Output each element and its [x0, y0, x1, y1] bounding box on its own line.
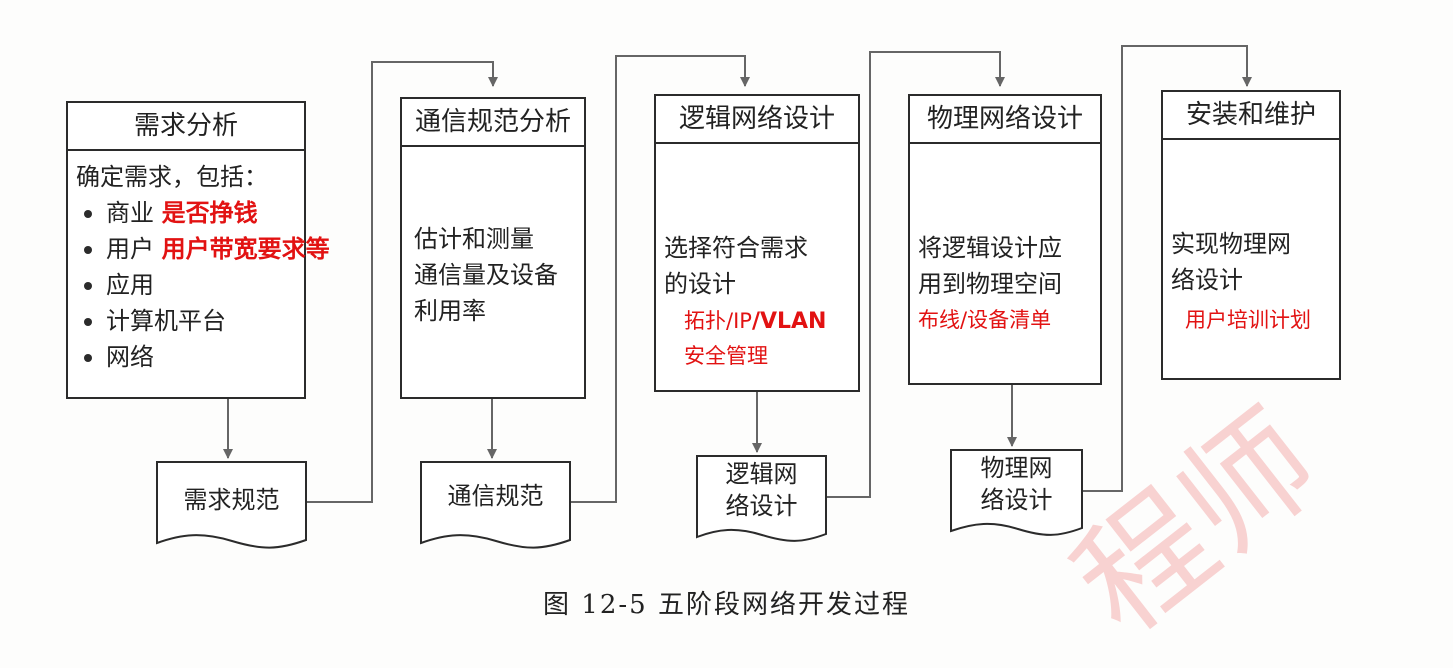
- stage-requirements-analysis: 需求分析 确定需求，包括： 商业 是否挣钱 用户 用户带宽要求等 应用 计算机平…: [66, 101, 330, 399]
- stage-title: 通信规范分析: [402, 99, 584, 147]
- stage-installation-maintenance: 安装和维护 实现物理网 络设计 用户培训计划: [1161, 90, 1341, 380]
- document-shape-3: [696, 455, 827, 542]
- annotation-note: 拓扑/IP: [684, 309, 752, 333]
- stage-title: 安装和维护: [1163, 92, 1339, 140]
- stage-physical-network-design: 物理网络设计 将逻辑设计应 用到物理空间 布线/设备清单: [908, 94, 1102, 385]
- document-requirements-spec: 需求规范: [183, 486, 280, 514]
- list-item: 计算机平台: [76, 303, 296, 339]
- stage-description: 将逻辑设计应 用到物理空间: [918, 234, 1062, 298]
- annotation-note: 用户带宽要求等: [161, 235, 330, 263]
- annotation-note: 安全管理: [684, 344, 768, 368]
- connector-layer: [156, 45, 1252, 549]
- stage-description: 实现物理网 络设计: [1171, 230, 1291, 294]
- stage-logical-network-design: 逻辑网络设计 选择符合需求 的设计 拓扑/IP/VLAN 安全管理: [654, 94, 860, 392]
- stage-intro: 确定需求，包括：: [76, 163, 268, 191]
- list-item: 网络: [76, 339, 296, 375]
- flow-arrow-doc1-stage2: [306, 61, 498, 503]
- process-diagram: 需求分析 确定需求，包括： 商业 是否挣钱 用户 用户带宽要求等 应用 计算机平…: [66, 45, 1346, 663]
- stage-title: 逻辑网络设计: [656, 96, 858, 144]
- flow-arrow-doc3-stage4: [826, 51, 1005, 498]
- flow-arrow-doc4-stage5: [1082, 45, 1252, 492]
- annotation-note: 布线/设备清单: [918, 308, 1052, 332]
- flow-arrow-doc2-stage3: [570, 55, 750, 503]
- document-communication-spec: 通信规范: [447, 482, 544, 510]
- document-shape-1: [156, 461, 307, 549]
- figure-caption: 图 12-5 五阶段网络开发过程: [543, 590, 910, 620]
- annotation-note: /VLAN: [751, 309, 827, 334]
- document-shape-4: [950, 449, 1083, 536]
- document-shape-2: [420, 461, 571, 549]
- annotation-note: 用户培训计划: [1185, 308, 1311, 332]
- requirement-list: 商业 是否挣钱 用户 用户带宽要求等 应用 计算机平台 网络: [76, 195, 330, 375]
- stage-title: 需求分析: [68, 103, 304, 151]
- stage-description: 选择符合需求 的设计: [664, 234, 808, 298]
- document-physical-design: 物理网 络设计: [980, 454, 1053, 514]
- document-logical-design: 逻辑网 络设计: [725, 460, 798, 520]
- list-item: 应用: [76, 267, 296, 303]
- stage-title: 物理网络设计: [910, 96, 1100, 144]
- list-item: 商业 是否挣钱: [76, 195, 296, 231]
- list-item: 用户 用户带宽要求等: [76, 231, 330, 267]
- stage-description: 估计和测量 通信量及设备 利用率: [414, 225, 558, 325]
- annotation-note: 是否挣钱: [161, 199, 258, 227]
- stage-communication-spec-analysis: 通信规范分析 估计和测量 通信量及设备 利用率: [400, 97, 586, 399]
